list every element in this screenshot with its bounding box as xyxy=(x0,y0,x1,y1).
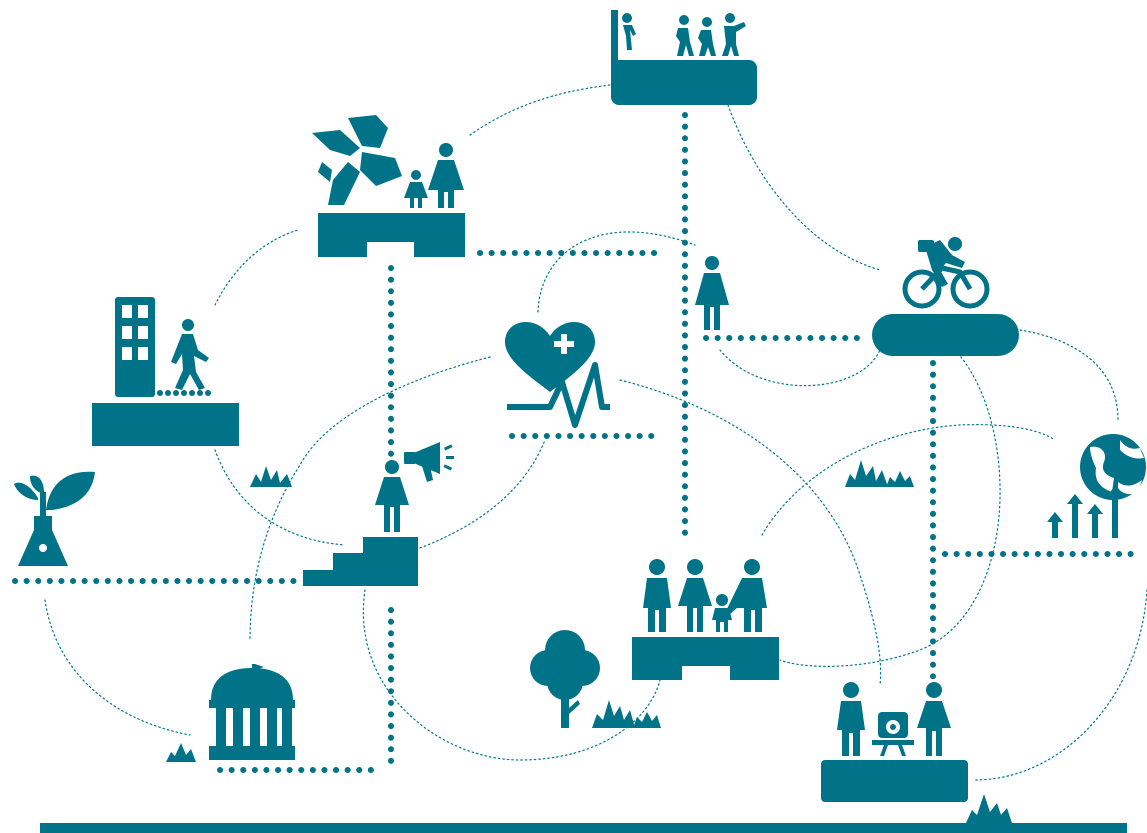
joined-hands-icon xyxy=(312,115,402,205)
grass-icon xyxy=(845,460,888,487)
stairs-platform xyxy=(303,537,418,586)
grass-icon xyxy=(250,466,292,487)
rooftop-gathering xyxy=(611,10,757,105)
camera-icon xyxy=(872,712,914,756)
man-icon xyxy=(643,559,671,632)
woman-standing xyxy=(695,256,729,330)
growth-arrows-icon xyxy=(1047,486,1123,538)
woman-icon xyxy=(375,460,409,532)
leaf-icon xyxy=(14,482,38,500)
family xyxy=(632,559,779,680)
teamwork-hands-family xyxy=(312,115,465,257)
man-icon xyxy=(837,682,865,756)
street-block xyxy=(92,403,239,446)
family-platform xyxy=(632,637,779,680)
woman-icon xyxy=(428,143,464,208)
plus-icon xyxy=(554,334,574,354)
woman-icon xyxy=(917,682,951,756)
grass-icon xyxy=(592,700,635,728)
grass-icon xyxy=(886,471,914,487)
bridge-platform xyxy=(318,213,465,257)
leaning-person-icon xyxy=(622,13,636,50)
curved-connectors xyxy=(44,84,1147,781)
dancing-people-icon xyxy=(676,13,746,56)
flask-icon xyxy=(18,516,68,566)
grass-icon xyxy=(633,712,661,728)
woman-icon xyxy=(678,559,712,632)
rooftop-wall xyxy=(611,10,618,68)
cyclist-icon xyxy=(902,237,990,309)
cycling xyxy=(872,237,1019,356)
child-icon xyxy=(404,170,428,208)
public-speaker xyxy=(303,442,454,586)
megaphone-icon xyxy=(404,442,454,482)
pulse-line-icon xyxy=(507,362,610,428)
city-walker xyxy=(92,297,239,446)
plant-lab xyxy=(14,471,95,566)
leaf-icon xyxy=(46,471,95,510)
dotted-connectors xyxy=(12,112,1143,773)
walking-person-icon xyxy=(171,319,209,390)
dotted-path xyxy=(157,390,211,396)
tree-icon xyxy=(530,630,600,728)
health-monitoring xyxy=(505,322,610,428)
public-institution xyxy=(209,664,295,760)
ground-line xyxy=(40,823,1127,833)
leaf-icon xyxy=(30,475,44,494)
cycling-platform xyxy=(872,314,1019,356)
heart-icon xyxy=(505,322,595,392)
man-icon xyxy=(727,559,767,632)
grass-icon xyxy=(966,794,1012,823)
rooftop-platform xyxy=(611,60,757,105)
meeting-with-camera xyxy=(821,682,968,802)
global-growth xyxy=(1047,434,1146,538)
meeting-platform xyxy=(821,760,968,802)
building-icon xyxy=(115,297,155,397)
child-icon xyxy=(712,594,732,632)
grass-tufts xyxy=(166,460,1012,823)
grass-icon xyxy=(166,743,196,762)
nature xyxy=(530,630,600,728)
government-building-icon xyxy=(209,664,295,760)
